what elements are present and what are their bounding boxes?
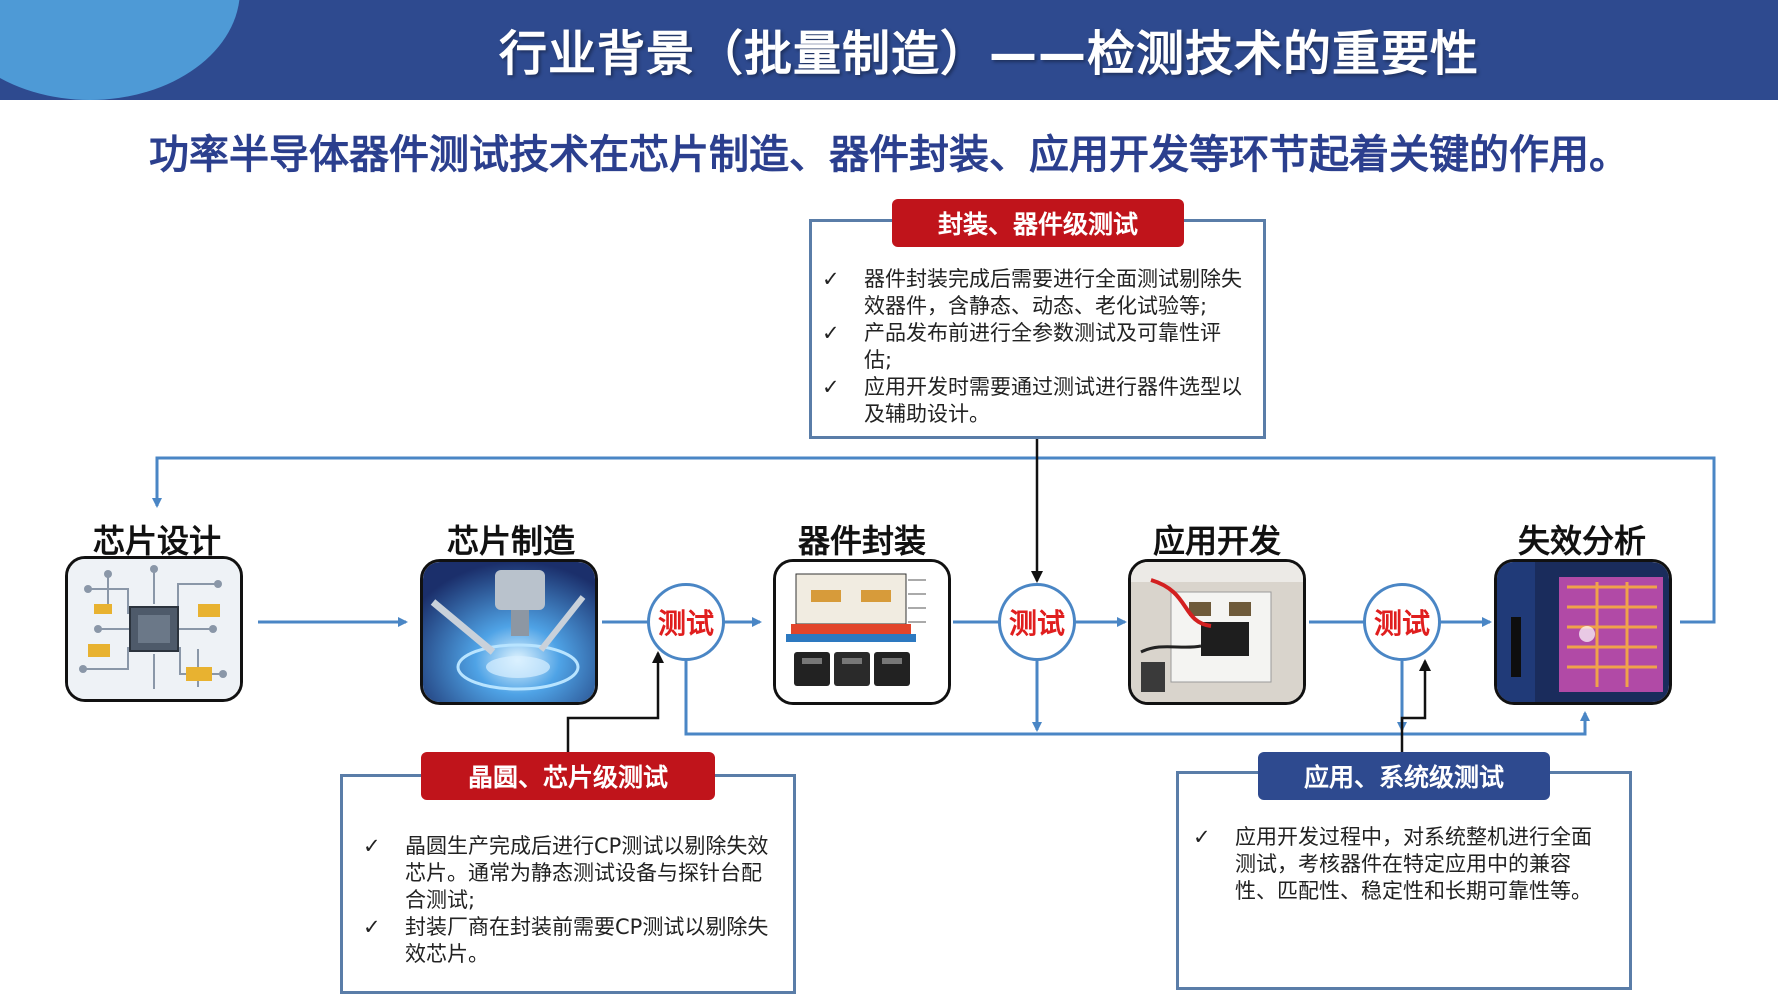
test-node-2: 测试 <box>998 583 1076 661</box>
wafer-test-header: 晶圆、芯片级测试 <box>421 752 715 800</box>
stage-box-failure-analysis <box>1494 559 1672 705</box>
system-test-list: 应用开发过程中，对系统整机进行全面测试，考核器件在特定应用中的兼容性、匹配性、稳… <box>1193 824 1603 905</box>
system-box-arrow <box>1400 659 1431 752</box>
test-board-icon <box>1131 562 1303 702</box>
stage-box-chip-design <box>65 556 243 702</box>
stage-box-chip-fab <box>420 559 598 705</box>
stage-box-app-dev <box>1128 559 1306 705</box>
stage-box-packaging <box>773 559 951 705</box>
failure-analysis-icon <box>1497 562 1669 702</box>
wafer-test-list: 晶圆生产完成后进行CP测试以剔除失效芯片。通常为静态测试设备与探针台配合测试; … <box>363 833 777 968</box>
system-test-box: 应用开发过程中，对系统整机进行全面测试，考核器件在特定应用中的兼容性、匹配性、稳… <box>1176 771 1632 990</box>
package-test-item: 器件封装完成后需要进行全面测试剔除失效器件，含静态、动态、老化试验等; <box>822 266 1247 320</box>
test-node-3: 测试 <box>1363 583 1441 661</box>
wafer-fab-icon <box>423 562 595 702</box>
package-module-icon <box>776 562 948 702</box>
system-test-header: 应用、系统级测试 <box>1258 752 1550 800</box>
stage-label-chip-design: 芯片设计 <box>92 522 221 560</box>
package-test-header: 封装、器件级测试 <box>892 199 1184 247</box>
wafer-box-arrow <box>566 651 664 752</box>
wafer-test-item: 封装厂商在封装前需要CP测试以剔除失效芯片。 <box>363 914 777 968</box>
stage-label-failure-analysis: 失效分析 <box>1517 522 1646 560</box>
stage-label-chip-fab: 芯片制造 <box>446 522 575 560</box>
wafer-test-box: 晶圆生产完成后进行CP测试以剔除失效芯片。通常为静态测试设备与探针台配合测试; … <box>340 774 796 994</box>
feedback-loop-line <box>152 456 1716 624</box>
stage-label-packaging: 器件封装 <box>797 522 926 560</box>
test-node-1: 测试 <box>647 583 725 661</box>
chip-design-icon <box>68 559 240 699</box>
stage-label-app-dev: 应用开发 <box>1152 522 1281 560</box>
package-test-item: 产品发布前进行全参数测试及可靠性评估; <box>822 320 1247 374</box>
test-bus-line <box>684 661 1590 736</box>
page-subtitle: 功率半导体器件测试技术在芯片制造、器件封装、应用开发等环节起着关键的作用。 <box>149 132 1629 178</box>
package-test-item: 应用开发时需要通过测试进行器件选型以及辅助设计。 <box>822 374 1247 428</box>
page-title: 行业背景（批量制造）——检测技术的重要性 <box>498 26 1479 82</box>
package-test-box: 器件封装完成后需要进行全面测试剔除失效器件，含静态、动态、老化试验等; 产品发布… <box>809 219 1266 439</box>
system-test-item: 应用开发过程中，对系统整机进行全面测试，考核器件在特定应用中的兼容性、匹配性、稳… <box>1193 824 1603 905</box>
wafer-test-item: 晶圆生产完成后进行CP测试以剔除失效芯片。通常为静态测试设备与探针台配合测试; <box>363 833 777 914</box>
package-test-list: 器件封装完成后需要进行全面测试剔除失效器件，含静态、动态、老化试验等; 产品发布… <box>822 266 1247 428</box>
title-bar: 行业背景（批量制造）——检测技术的重要性 <box>0 0 1778 100</box>
